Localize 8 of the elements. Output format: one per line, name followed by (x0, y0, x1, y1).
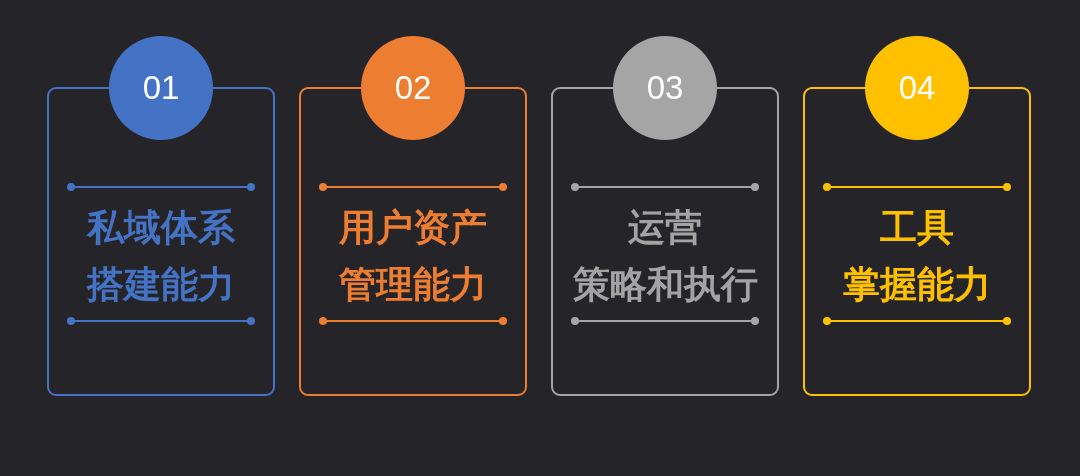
number-circle: 03 (613, 36, 717, 140)
card-title: 工具掌握能力 (842, 205, 992, 308)
card-title: 运营策略和执行 (571, 205, 759, 308)
number-circle: 02 (361, 36, 465, 140)
number-circle: 01 (109, 36, 213, 140)
card-title: 用户资产管理能力 (338, 205, 488, 308)
card-title: 私域体系搭建能力 (85, 205, 236, 308)
number-circle: 04 (865, 36, 969, 140)
